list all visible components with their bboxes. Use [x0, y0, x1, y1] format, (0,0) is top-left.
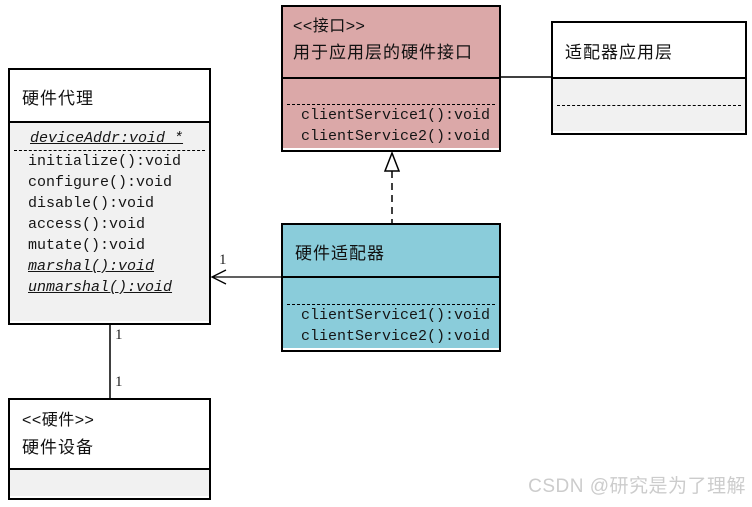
realization-triangle-arrowhead-icon [383, 150, 401, 172]
application-layer-members-compartment [553, 77, 745, 131]
class-box-application-layer: 适配器应用层 [551, 21, 747, 135]
proxy-attribute: deviceAddr:void * [30, 130, 184, 147]
interface-members-compartment: clientService1():void clientService2():v… [283, 77, 499, 148]
proxy-method: disable():void [28, 195, 155, 212]
proxy-members-compartment: deviceAddr:void * initialize():void conf… [10, 121, 209, 321]
attribute-operation-separator [287, 304, 495, 305]
proxy-class-name: 硬件代理 [22, 89, 94, 108]
adapter-method: clientService2():void [301, 328, 491, 345]
attribute-operation-separator [557, 105, 741, 106]
proxy-abstract-method: marshal():void [28, 258, 155, 275]
multiplicity-label-device-end: 1 [115, 374, 123, 390]
proxy-abstract-method: unmarshal():void [28, 279, 173, 296]
proxy-method: configure():void [28, 174, 173, 191]
proxy-title-compartment: 硬件代理 [10, 70, 209, 121]
device-stereotype: <<硬件>> [22, 412, 95, 429]
attribute-operation-separator [287, 104, 495, 105]
device-title-compartment: <<硬件>> 硬件设备 [10, 400, 209, 468]
device-members-compartment [10, 468, 209, 496]
application-layer-title-compartment: 适配器应用层 [553, 23, 745, 77]
adapter-class-name: 硬件适配器 [295, 244, 385, 263]
application-layer-class-name: 适配器应用层 [565, 43, 673, 62]
device-class-name: 硬件设备 [22, 438, 94, 457]
class-box-hardware-proxy: 硬件代理 deviceAddr:void * initialize():void… [8, 68, 211, 325]
attribute-operation-separator [14, 150, 205, 151]
class-box-interface: <<接口>> 用于应用层的硬件接口 clientService1():void … [281, 5, 501, 152]
proxy-method: access():void [28, 216, 146, 233]
application-layer-empty-attributes [553, 79, 745, 105]
interface-method: clientService2():void [301, 128, 491, 145]
interface-title-compartment: <<接口>> 用于应用层的硬件接口 [283, 7, 499, 77]
adapter-method: clientService1():void [301, 307, 491, 324]
interface-class-name: 用于应用层的硬件接口 [293, 43, 473, 62]
adapter-title-compartment: 硬件适配器 [283, 225, 499, 276]
adapter-members-compartment: clientService1():void clientService2():v… [283, 276, 499, 348]
multiplicity-label-proxy-end: 1 [115, 327, 123, 343]
adapter-empty-attributes [283, 278, 499, 304]
proxy-method: initialize():void [28, 153, 182, 170]
multiplicity-label-adapter-proxy: 1 [219, 252, 227, 268]
interface-method: clientService1():void [301, 107, 491, 124]
proxy-method: mutate():void [28, 237, 146, 254]
class-box-hardware-device: <<硬件>> 硬件设备 [8, 398, 211, 500]
class-box-hardware-adapter: 硬件适配器 clientService1():void clientServic… [281, 223, 501, 352]
csdn-watermark: CSDN @研究是为了理解 [528, 476, 746, 497]
interface-empty-attributes [283, 79, 499, 104]
open-arrowhead-icon [210, 269, 227, 285]
interface-stereotype: <<接口>> [293, 18, 366, 35]
